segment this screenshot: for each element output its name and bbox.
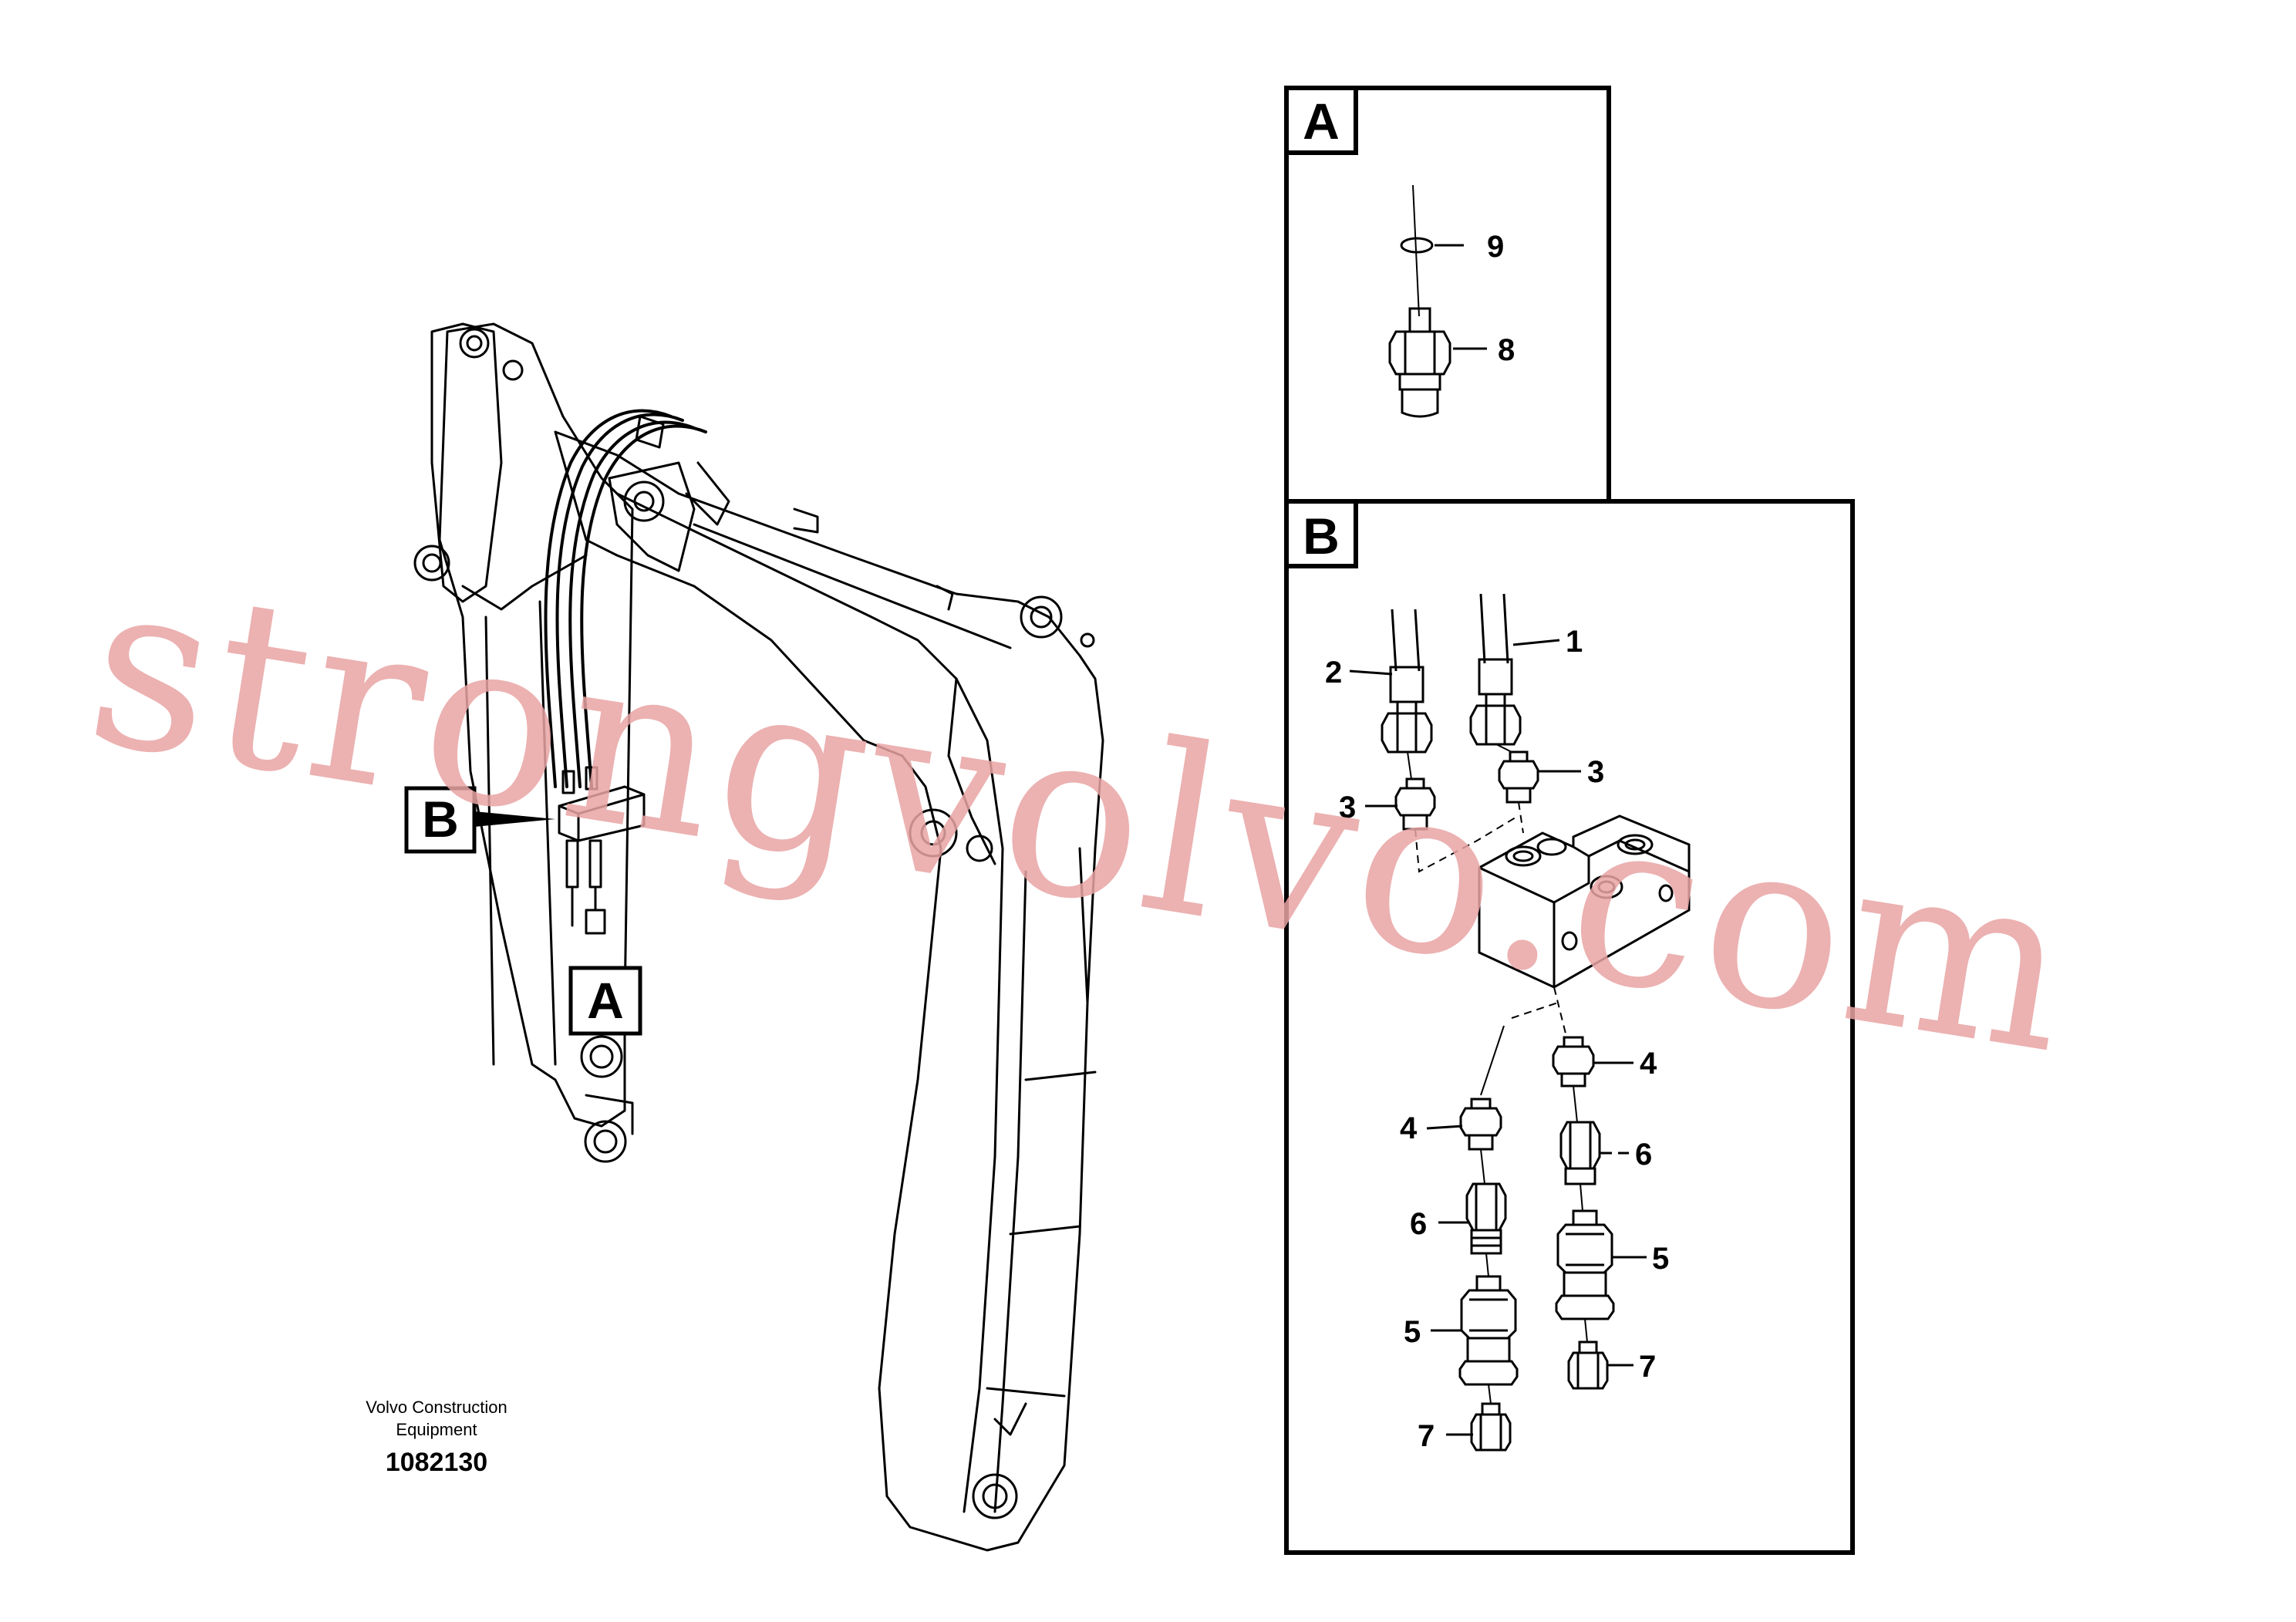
marker-b-label: B — [422, 791, 459, 848]
callout-b-3-left: 3 — [1339, 791, 1356, 824]
marker-b: B — [404, 786, 555, 854]
drawing-caption: Volvo Construction Equipment 1082130 — [366, 1398, 507, 1477]
marker-a-label: A — [587, 972, 624, 1029]
callout-a-9: 9 — [1487, 230, 1504, 264]
callout-b-6-left: 6 — [1410, 1207, 1427, 1241]
hose-1-part — [1469, 593, 1522, 746]
part-number: 1082130 — [386, 1448, 487, 1477]
detail-frame-b: B — [1284, 499, 1855, 1555]
nipple-4-left — [1459, 1098, 1502, 1151]
callout-b-1: 1 — [1566, 625, 1583, 659]
frame-b-letter: B — [1303, 508, 1340, 565]
callout-b-5-left: 5 — [1404, 1315, 1421, 1349]
marker-a: A — [568, 966, 642, 1036]
quick-coupler-5-right — [1555, 1209, 1615, 1320]
callout-b-6-right: 6 — [1635, 1138, 1652, 1172]
plug-7-right — [1567, 1340, 1609, 1390]
callout-a-8: 8 — [1498, 333, 1515, 367]
excavator-arm-illustration — [413, 322, 1104, 1552]
callout-b-7-left: 7 — [1418, 1419, 1435, 1453]
frame-a-letter: A — [1303, 93, 1340, 150]
adapter-part — [1388, 307, 1451, 418]
coupling-6-left — [1465, 1182, 1507, 1255]
o-ring-part — [1400, 237, 1434, 254]
caption-line1: Volvo Construction — [366, 1398, 507, 1417]
caption-line2: Equipment — [396, 1420, 477, 1439]
callout-b-4-left: 4 — [1400, 1111, 1418, 1145]
callout-b-5-right: 5 — [1652, 1242, 1669, 1276]
plug-7-left — [1470, 1402, 1512, 1452]
nipple-4-right — [1552, 1036, 1595, 1088]
callout-b-3-right: 3 — [1587, 755, 1604, 789]
manifold-block-part — [1478, 814, 1691, 989]
watermark-text: strongvolvo.com — [73, 527, 2091, 1105]
hose-2-part — [1381, 609, 1433, 754]
coupling-6-right — [1559, 1121, 1601, 1185]
callout-b-4-right: 4 — [1640, 1047, 1657, 1081]
quick-coupler-5-left — [1458, 1275, 1519, 1386]
detail-frame-a: A 9 8 — [1284, 86, 1611, 504]
callout-b-7-right: 7 — [1639, 1350, 1656, 1384]
callout-b-2: 2 — [1325, 656, 1342, 690]
